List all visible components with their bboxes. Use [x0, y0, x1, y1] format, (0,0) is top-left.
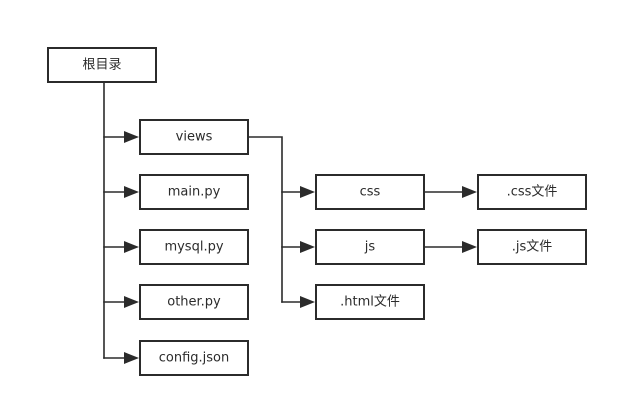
arrowhead-js-files	[462, 241, 477, 253]
css-node: css	[315, 174, 425, 210]
arrowhead-main-py	[124, 186, 139, 198]
views-label: views	[176, 130, 213, 145]
html-files-label: .html文件	[340, 295, 400, 310]
arrowheads	[124, 131, 477, 364]
arrowhead-js	[300, 241, 315, 253]
root-node: 根目录	[47, 47, 157, 83]
config-json-label: config.json	[159, 351, 230, 366]
js-node: js	[315, 229, 425, 265]
views-elbow-line	[247, 136, 283, 303]
main-py-label: main.py	[168, 185, 221, 200]
connectors	[103, 81, 467, 359]
js-files-node: .js文件	[477, 229, 587, 265]
config-json-node: config.json	[139, 340, 249, 376]
mysql-py-label: mysql.py	[164, 240, 223, 255]
js-label: js	[364, 240, 376, 255]
arrowhead-mysql-py	[124, 241, 139, 253]
css-files-node: .css文件	[477, 174, 587, 210]
html-files-node: .html文件	[315, 284, 425, 320]
root-label: 根目录	[82, 58, 121, 73]
arrowhead-css	[300, 186, 315, 198]
other-py-label: other.py	[167, 295, 221, 310]
js-files-label: .js文件	[512, 240, 553, 255]
arrowhead-config-json	[124, 352, 139, 364]
css-files-label: .css文件	[507, 185, 558, 200]
arrowhead-html-files	[300, 296, 315, 308]
css-label: css	[360, 185, 381, 200]
arrowhead-other-py	[124, 296, 139, 308]
arrowhead-css-files	[462, 186, 477, 198]
other-py-node: other.py	[139, 284, 249, 320]
views-node: views	[139, 119, 249, 155]
main-py-node: main.py	[139, 174, 249, 210]
arrowhead-views	[124, 131, 139, 143]
mysql-py-node: mysql.py	[139, 229, 249, 265]
